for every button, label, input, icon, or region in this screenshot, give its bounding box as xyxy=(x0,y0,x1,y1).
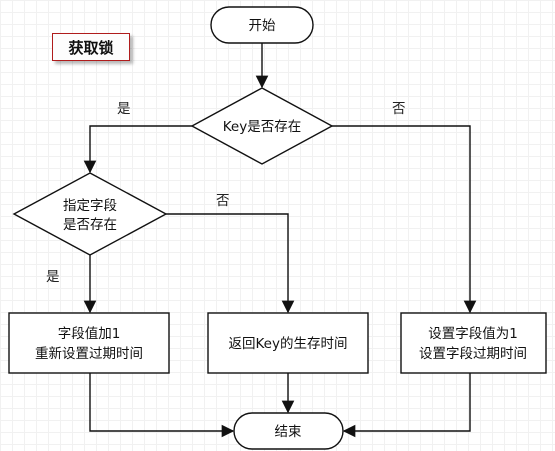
set-field-process xyxy=(400,312,547,374)
end-label: 结束 xyxy=(275,424,302,440)
return-ttl-process xyxy=(207,312,369,374)
field-exists-label-line2: 是否存在 xyxy=(63,217,117,233)
edge-key-yes xyxy=(83,125,192,174)
set-field-label-line1: 设置字段值为1 xyxy=(428,326,518,342)
increment-label-line1: 字段值加1 xyxy=(58,326,121,342)
end-node xyxy=(233,412,344,450)
diagram-title: 获取锁 xyxy=(52,33,130,61)
set-field-label-line2: 设置字段过期时间 xyxy=(419,346,527,362)
edge-label-field-no: 否 xyxy=(216,193,230,209)
edge-set-field-to-end xyxy=(342,373,471,438)
start-label: 开始 xyxy=(249,18,276,34)
key-exists-decision xyxy=(190,87,334,165)
edge-label-key-no: 否 xyxy=(392,101,406,117)
key-exists-label: Key是否存在 xyxy=(223,119,301,135)
field-exists-decision xyxy=(12,172,168,256)
edge-label-key-yes: 是 xyxy=(117,101,131,117)
edge-key-no xyxy=(332,125,477,314)
field-exists-label-line1: 指定字段 xyxy=(63,198,117,214)
return-ttl-label: 返回Key的生存时间 xyxy=(229,336,348,352)
edge-increment-to-end xyxy=(89,373,235,438)
edge-field-no xyxy=(166,213,295,314)
edge-label-field-yes: 是 xyxy=(46,269,60,285)
increment-label-line2: 重新设置过期时间 xyxy=(35,346,143,362)
increment-field-process xyxy=(8,312,170,374)
